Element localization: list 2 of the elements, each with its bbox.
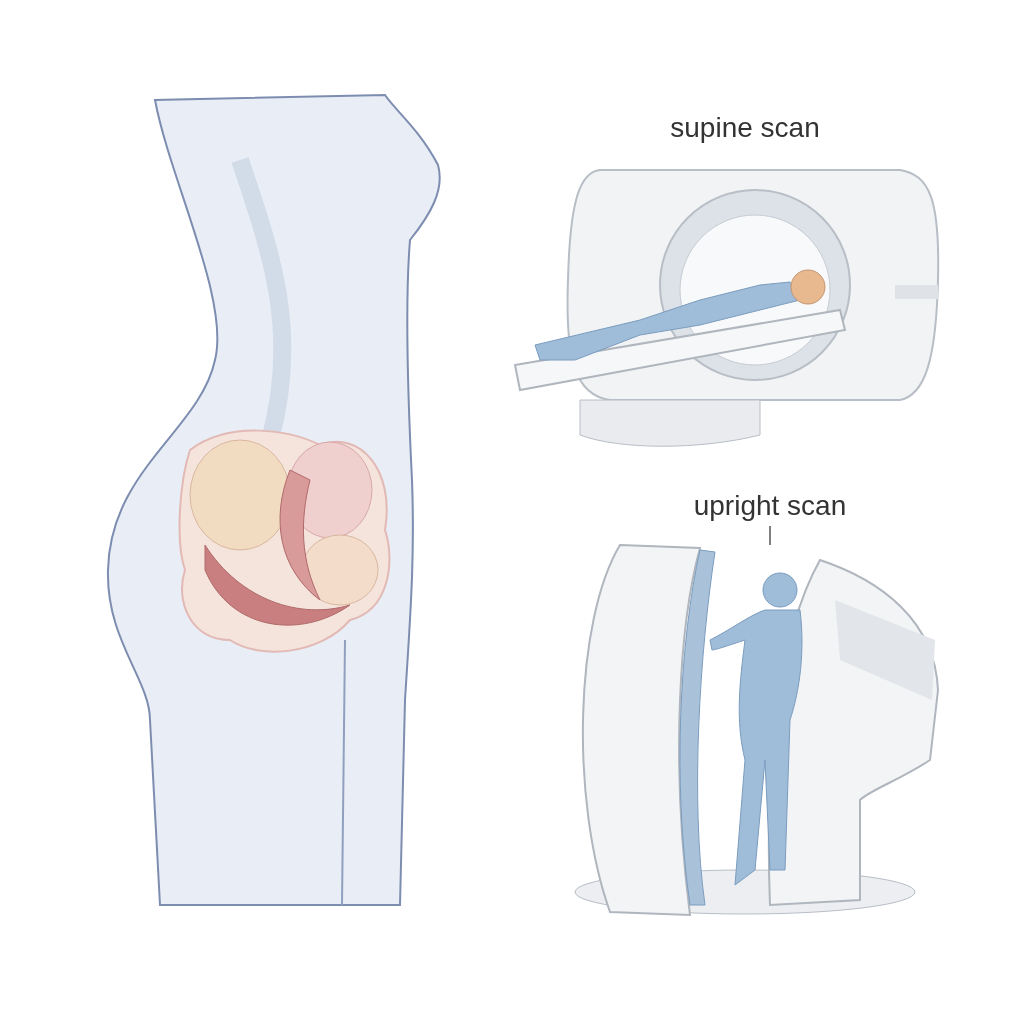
scan-label: supine scan: [670, 112, 820, 144]
scan-label: upright scan: [693, 490, 847, 522]
